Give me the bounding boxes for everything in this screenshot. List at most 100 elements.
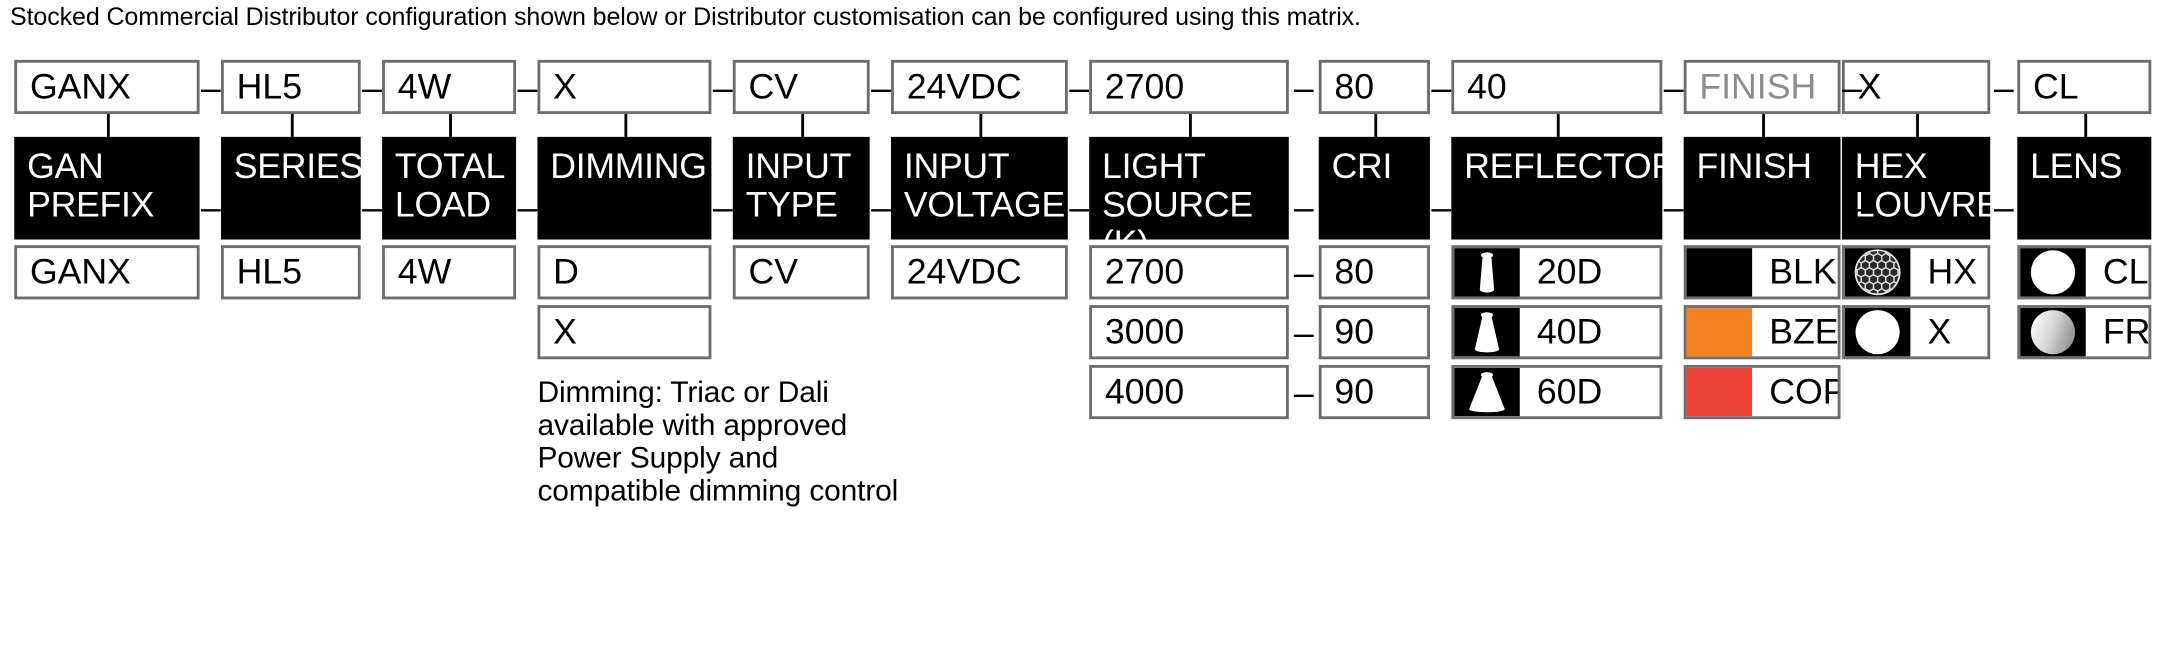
connector-tick-total_load: [449, 114, 452, 137]
connector-tick-cri: [1374, 114, 1377, 137]
option-reflector-60D[interactable]: 60D: [1451, 365, 1662, 419]
option-finish-COP[interactable]: COP: [1684, 365, 1841, 419]
option-input_type-CV[interactable]: CV: [733, 245, 870, 299]
option-total_load-4W[interactable]: 4W: [382, 245, 516, 299]
connector-tick-finish: [1762, 114, 1765, 137]
selected-value-reflector[interactable]: 40: [1451, 60, 1662, 114]
option-label: FR: [2086, 308, 2151, 356]
option-lens-FR[interactable]: FR: [2017, 305, 2151, 359]
option-finish-BZE[interactable]: BZE: [1684, 305, 1841, 359]
honeycomb-louvre-icon: [1845, 248, 1911, 296]
selected-value-lens[interactable]: CL: [2017, 60, 2151, 114]
category-header-lens: LENS: [2017, 137, 2151, 240]
selected-value-input_type[interactable]: CV: [733, 60, 870, 114]
clear-lens-icon: [2020, 248, 2086, 296]
option-hex_louvre-X[interactable]: X: [1842, 305, 1990, 359]
option-gan_prefix-GANX[interactable]: GANX: [14, 245, 199, 299]
separator-dash-row-1: –: [1290, 316, 1317, 352]
selected-value-cri[interactable]: 80: [1319, 60, 1430, 114]
option-label: 40D: [1520, 308, 1660, 356]
separator-dash-header-reflector: –: [1431, 191, 1450, 227]
option-label: BLK: [1752, 248, 1838, 296]
option-label: BZE: [1752, 308, 1838, 356]
selected-value-light_source[interactable]: 2700: [1089, 60, 1289, 114]
category-header-gan_prefix: GAN PREFIX: [14, 137, 199, 240]
separator-dash-top-total_load: –: [362, 71, 381, 107]
option-reflector-20D[interactable]: 20D: [1451, 245, 1662, 299]
beam-cone-60-icon: [1454, 368, 1520, 416]
colour-chip-black-icon: [1687, 248, 1753, 296]
connector-tick-gan_prefix: [107, 114, 110, 137]
separator-dash-header-input_voltage: –: [871, 191, 890, 227]
category-header-input_voltage: INPUT VOLTAGE: [891, 137, 1068, 240]
category-header-finish: FINISH: [1684, 137, 1841, 240]
separator-dash-header-total_load: –: [362, 191, 381, 227]
option-label: HX: [1910, 248, 1987, 296]
category-header-cri: CRI: [1319, 137, 1430, 240]
frosted-lens-icon: [2020, 308, 2086, 356]
option-label: 20D: [1520, 248, 1660, 296]
option-label: 60D: [1520, 368, 1660, 416]
selected-value-finish[interactable]: FINISH: [1684, 60, 1841, 114]
connector-tick-light_source: [1189, 114, 1192, 137]
selected-value-hex_louvre[interactable]: X: [1842, 60, 1990, 114]
option-cri-90[interactable]: 90: [1319, 305, 1430, 359]
separator-dash-header-dimming: –: [518, 191, 537, 227]
separator-dash-header-hex_louvre: –: [1842, 191, 1862, 227]
separator-dash-top-hex_louvre: –: [1842, 71, 1862, 107]
category-header-light_source: LIGHT SOURCE (K): [1089, 137, 1289, 240]
category-header-total_load: TOTAL LOAD: [382, 137, 516, 240]
separator-dash-top-input_voltage: –: [871, 71, 890, 107]
colour-chip-bronze-icon: [1687, 308, 1753, 356]
category-header-reflector: REFLECTOR: [1451, 137, 1662, 240]
separator-dash-header-series: –: [201, 191, 220, 227]
option-dimming-X[interactable]: X: [537, 305, 711, 359]
separator-dash-top-dimming: –: [518, 71, 537, 107]
connector-tick-hex_louvre: [1916, 114, 1919, 137]
separator-dash-top-light_source: –: [1069, 71, 1088, 107]
beam-cone-40-icon: [1454, 308, 1520, 356]
dimming-note: Dimming: Triac or Dali available with ap…: [537, 376, 965, 507]
option-label: COP: [1752, 368, 1840, 416]
separator-dash-header-cri: –: [1290, 191, 1317, 227]
option-reflector-40D[interactable]: 40D: [1451, 305, 1662, 359]
option-label: CL: [2086, 248, 2149, 296]
category-header-hex_louvre: HEX LOUVRE: [1842, 137, 1990, 240]
option-light_source-2700[interactable]: 2700: [1089, 245, 1289, 299]
option-light_source-4000[interactable]: 4000: [1089, 365, 1289, 419]
connector-tick-series: [291, 114, 294, 137]
option-cri-80[interactable]: 80: [1319, 245, 1430, 299]
option-series-HL5[interactable]: HL5: [221, 245, 361, 299]
connector-tick-lens: [2084, 114, 2087, 137]
selected-value-total_load[interactable]: 4W: [382, 60, 516, 114]
option-lens-CL[interactable]: CL: [2017, 245, 2151, 299]
separator-dash-top-lens: –: [1992, 71, 2016, 107]
option-dimming-D[interactable]: D: [537, 245, 711, 299]
selected-value-gan_prefix[interactable]: GANX: [14, 60, 199, 114]
selected-value-input_voltage[interactable]: 24VDC: [891, 60, 1068, 114]
separator-dash-top-cri: –: [1290, 71, 1317, 107]
category-header-series: SERIES: [221, 137, 361, 240]
connector-tick-input_voltage: [979, 114, 982, 137]
option-finish-BLK[interactable]: BLK: [1684, 245, 1841, 299]
colour-chip-copper-icon: [1687, 368, 1753, 416]
separator-dash-header-finish: –: [1664, 191, 1683, 227]
option-input_voltage-24VDC[interactable]: 24VDC: [891, 245, 1068, 299]
open-aperture-icon: [1845, 308, 1911, 356]
option-cri-90[interactable]: 90: [1319, 365, 1430, 419]
option-light_source-3000[interactable]: 3000: [1089, 305, 1289, 359]
separator-dash-top-series: –: [201, 71, 220, 107]
category-header-input_type: INPUT TYPE: [733, 137, 870, 240]
separator-dash-header-lens: –: [1992, 191, 2016, 227]
option-label: X: [1910, 308, 1987, 356]
separator-dash-row-2: –: [1290, 376, 1317, 412]
beam-cone-20-icon: [1454, 248, 1520, 296]
separator-dash-row-0: –: [1290, 257, 1317, 293]
separator-dash-top-input_type: –: [713, 71, 732, 107]
separator-dash-header-light_source: –: [1069, 191, 1088, 227]
selected-value-series[interactable]: HL5: [221, 60, 361, 114]
selected-value-dimming[interactable]: X: [537, 60, 711, 114]
connector-tick-reflector: [1557, 114, 1560, 137]
option-hex_louvre-HX[interactable]: HX: [1842, 245, 1990, 299]
